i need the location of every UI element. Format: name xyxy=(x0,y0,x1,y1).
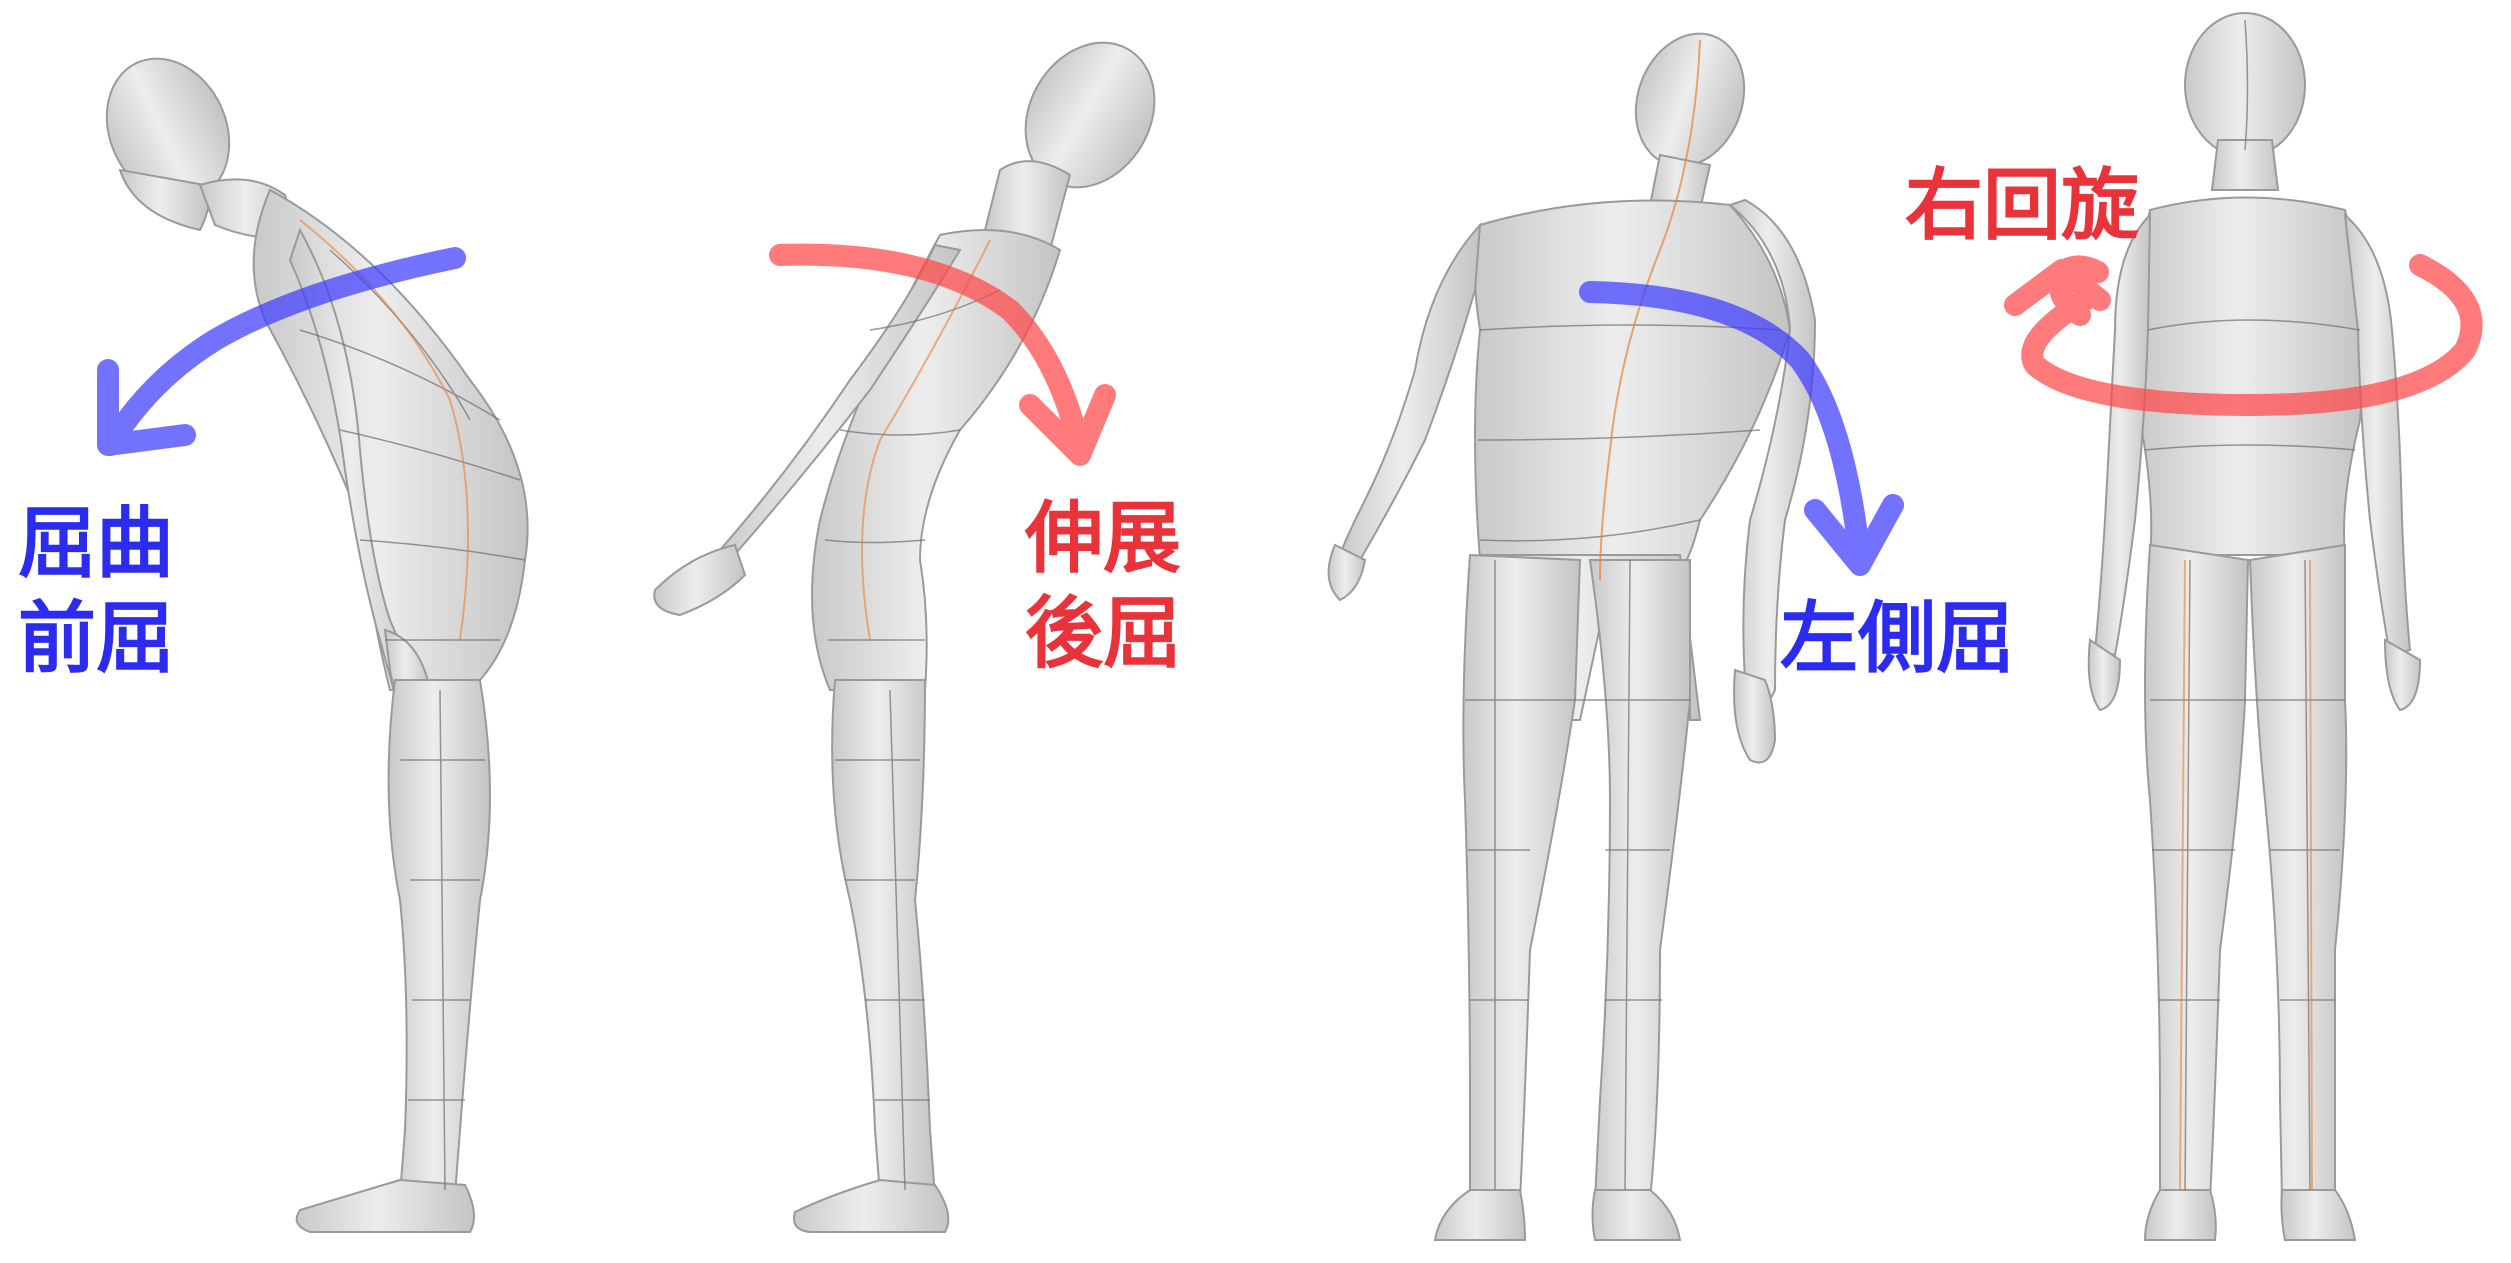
label-left-lateral-flexion: 左側屈 xyxy=(1780,594,2014,684)
mannequin-left-side-bend xyxy=(1329,18,1815,1240)
label-extension: 伸展 xyxy=(1024,494,1181,584)
figure-backward-bend: 伸展 後屈 xyxy=(654,19,1181,1232)
figure-forward-bend: 屈曲 前屈 xyxy=(18,38,528,1232)
label-right-rotation: 右回旋 xyxy=(1905,161,2139,251)
label-group-forward-bend: 屈曲 前屈 xyxy=(18,499,174,684)
label-flexion: 屈曲 xyxy=(18,499,174,589)
label-group-backward-bend: 伸展 後屈 xyxy=(1024,494,1181,679)
label-forward-flexion: 前屈 xyxy=(18,594,174,684)
label-backward-extension: 後屈 xyxy=(1025,589,1181,679)
